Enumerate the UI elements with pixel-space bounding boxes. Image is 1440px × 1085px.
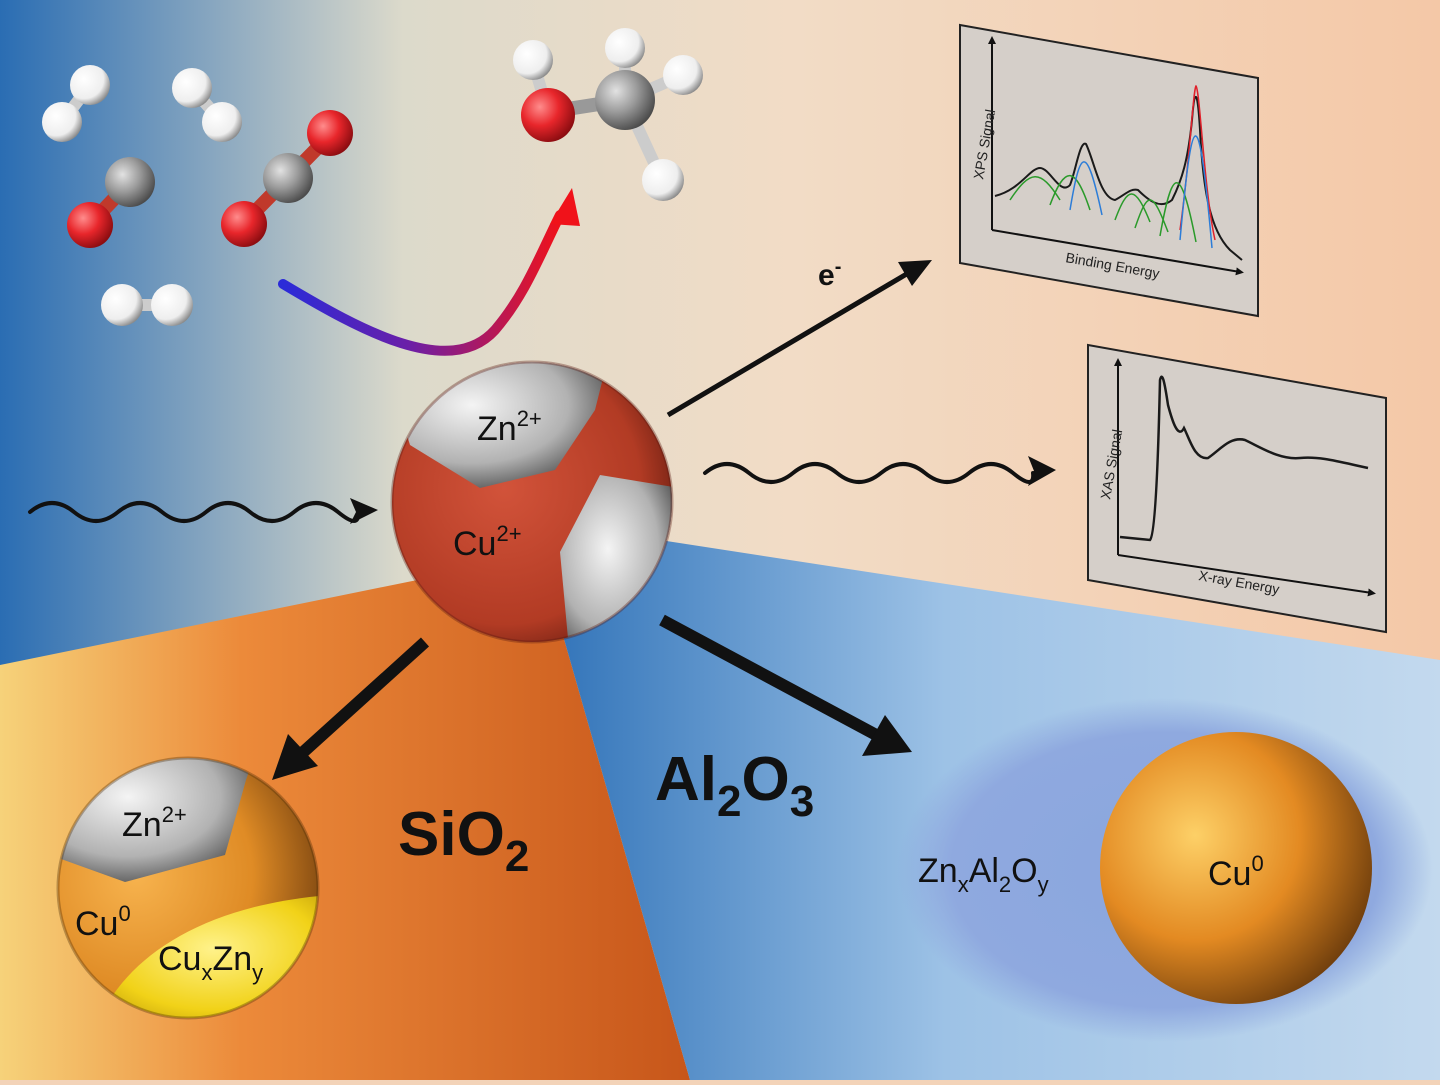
xps-panel: XPS Signal Binding Energy <box>959 23 1259 318</box>
center-cu-label: Cu2+ <box>453 521 522 563</box>
right-cu0-label: Cu0 <box>1208 851 1264 893</box>
al2o3-pathway-arrow <box>659 614 883 743</box>
left-alloy-label: CuxZny <box>158 940 263 985</box>
incoming-wave-arrowhead <box>350 498 378 524</box>
photoelectron-arrow <box>666 269 912 418</box>
xps-spectrum-line <box>994 95 1243 261</box>
photoelectron-arrowhead <box>898 260 932 286</box>
xps-component <box>1009 176 1061 201</box>
h2-molecule <box>101 284 193 326</box>
xas-panel: XAS Signal X-ray Energy <box>1087 343 1387 634</box>
xas-spectrum-line <box>1119 375 1369 542</box>
xps-component <box>1159 182 1197 243</box>
h2-molecule <box>42 65 110 142</box>
al2o3-support-label: Al2O3 <box>655 745 814 826</box>
co2-molecule <box>221 110 353 247</box>
outgoing-xray-wave <box>703 462 1036 484</box>
outgoing-wave-arrowhead <box>1028 456 1056 486</box>
al2o3-cu-particle <box>1100 732 1372 1004</box>
electron-label: e- <box>818 256 841 292</box>
incoming-xray-wave <box>28 501 361 523</box>
sio2-support-label: SiO2 <box>398 800 529 881</box>
xps-component <box>1069 161 1103 216</box>
center-zn-label: Zn2+ <box>477 406 542 448</box>
reaction-arrow <box>278 210 565 356</box>
h2-molecule <box>172 68 242 142</box>
shell-label: ZnxAl2Oy <box>918 852 1049 897</box>
reaction-arrowhead <box>550 188 580 226</box>
left-cu0-label: Cu0 <box>75 901 131 943</box>
xps-component <box>1114 193 1151 223</box>
sio2-pathway-arrow <box>295 637 430 760</box>
co-molecule <box>67 157 155 248</box>
xps-component <box>1049 174 1091 211</box>
xps-component <box>1179 135 1213 249</box>
sio2-pathway-arrowhead <box>272 734 318 780</box>
methanol-molecule <box>513 28 703 201</box>
al2o3-pathway-arrowhead <box>862 715 912 756</box>
left-zn-label: Zn2+ <box>122 802 187 844</box>
